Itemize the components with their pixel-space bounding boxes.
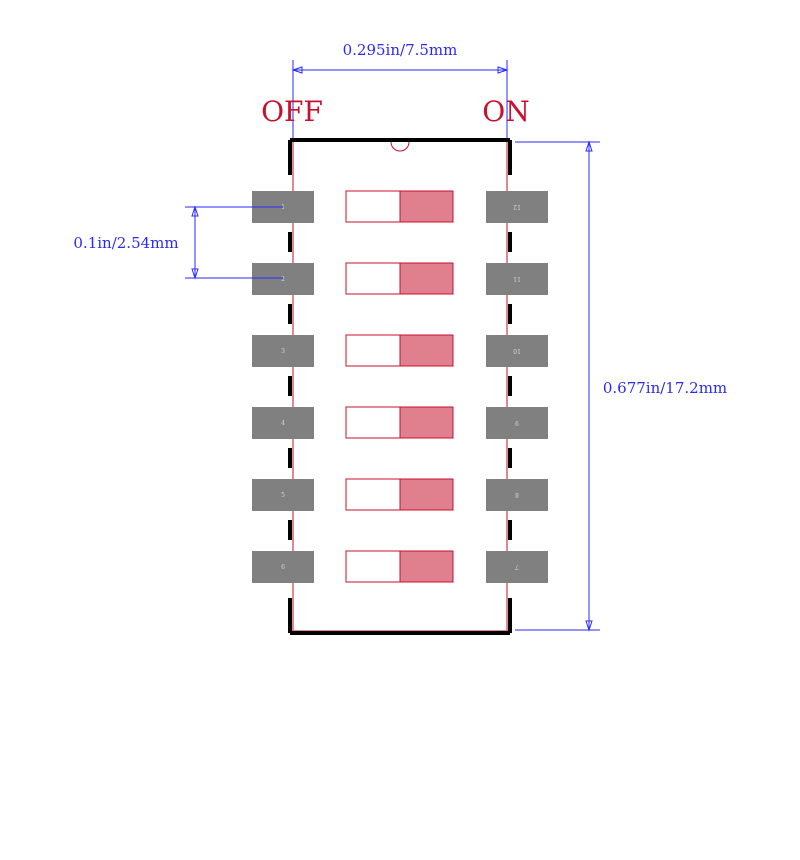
pad-number: 11 [513,275,521,282]
pad-number: 8 [515,491,519,498]
body-outline [288,138,512,635]
pad-number: 9 [515,419,519,426]
body-side-ticks [288,232,512,540]
pad-number: 10 [513,347,521,354]
pin1-notch [390,141,410,152]
pad-left-6 [252,551,314,583]
pad-left-5 [252,479,314,511]
pad-right-10 [486,335,548,367]
height-dimension-label: 0.677in/17.2mm [603,379,727,397]
pad-right-11 [486,263,548,295]
pad-left-3 [252,335,314,367]
width-dimension-label: 0.295in/7.5mm [343,41,458,59]
pad-number: 2 [281,276,285,283]
switch-knob [399,334,454,367]
pad-left-4 [252,407,314,439]
switch-knob [399,406,454,439]
switch-knob [399,550,454,583]
pad-right-12 [486,191,548,223]
pitch-dimension-label: 0.1in/2.54mm [73,234,178,252]
off-label: OFF [261,95,323,128]
width-dimension: 0.295in/7.5mm [291,41,509,150]
height-dimension: 0.677in/17.2mm [515,140,727,632]
on-label: ON [482,95,529,128]
switch-knob [399,190,454,223]
pad-number: 3 [281,348,285,355]
pitch-dimension: 0.1in/2.54mm [73,205,283,280]
pad-number: 4 [281,420,285,427]
pad-number: 7 [515,563,519,570]
switch-knob [399,478,454,511]
pad-number: 6 [281,564,285,571]
switch-actuators [345,190,454,583]
pad-number: 12 [513,203,521,210]
pad-right-9 [486,407,548,439]
pad-left-2 [252,263,314,295]
pad-right-8 [486,479,548,511]
switch-knob [399,262,454,295]
left-pads: 123456 [252,191,314,583]
pad-number: 5 [281,492,285,499]
pad-right-7 [486,551,548,583]
right-pads: 12 11 10 9 8 7 [486,191,548,583]
